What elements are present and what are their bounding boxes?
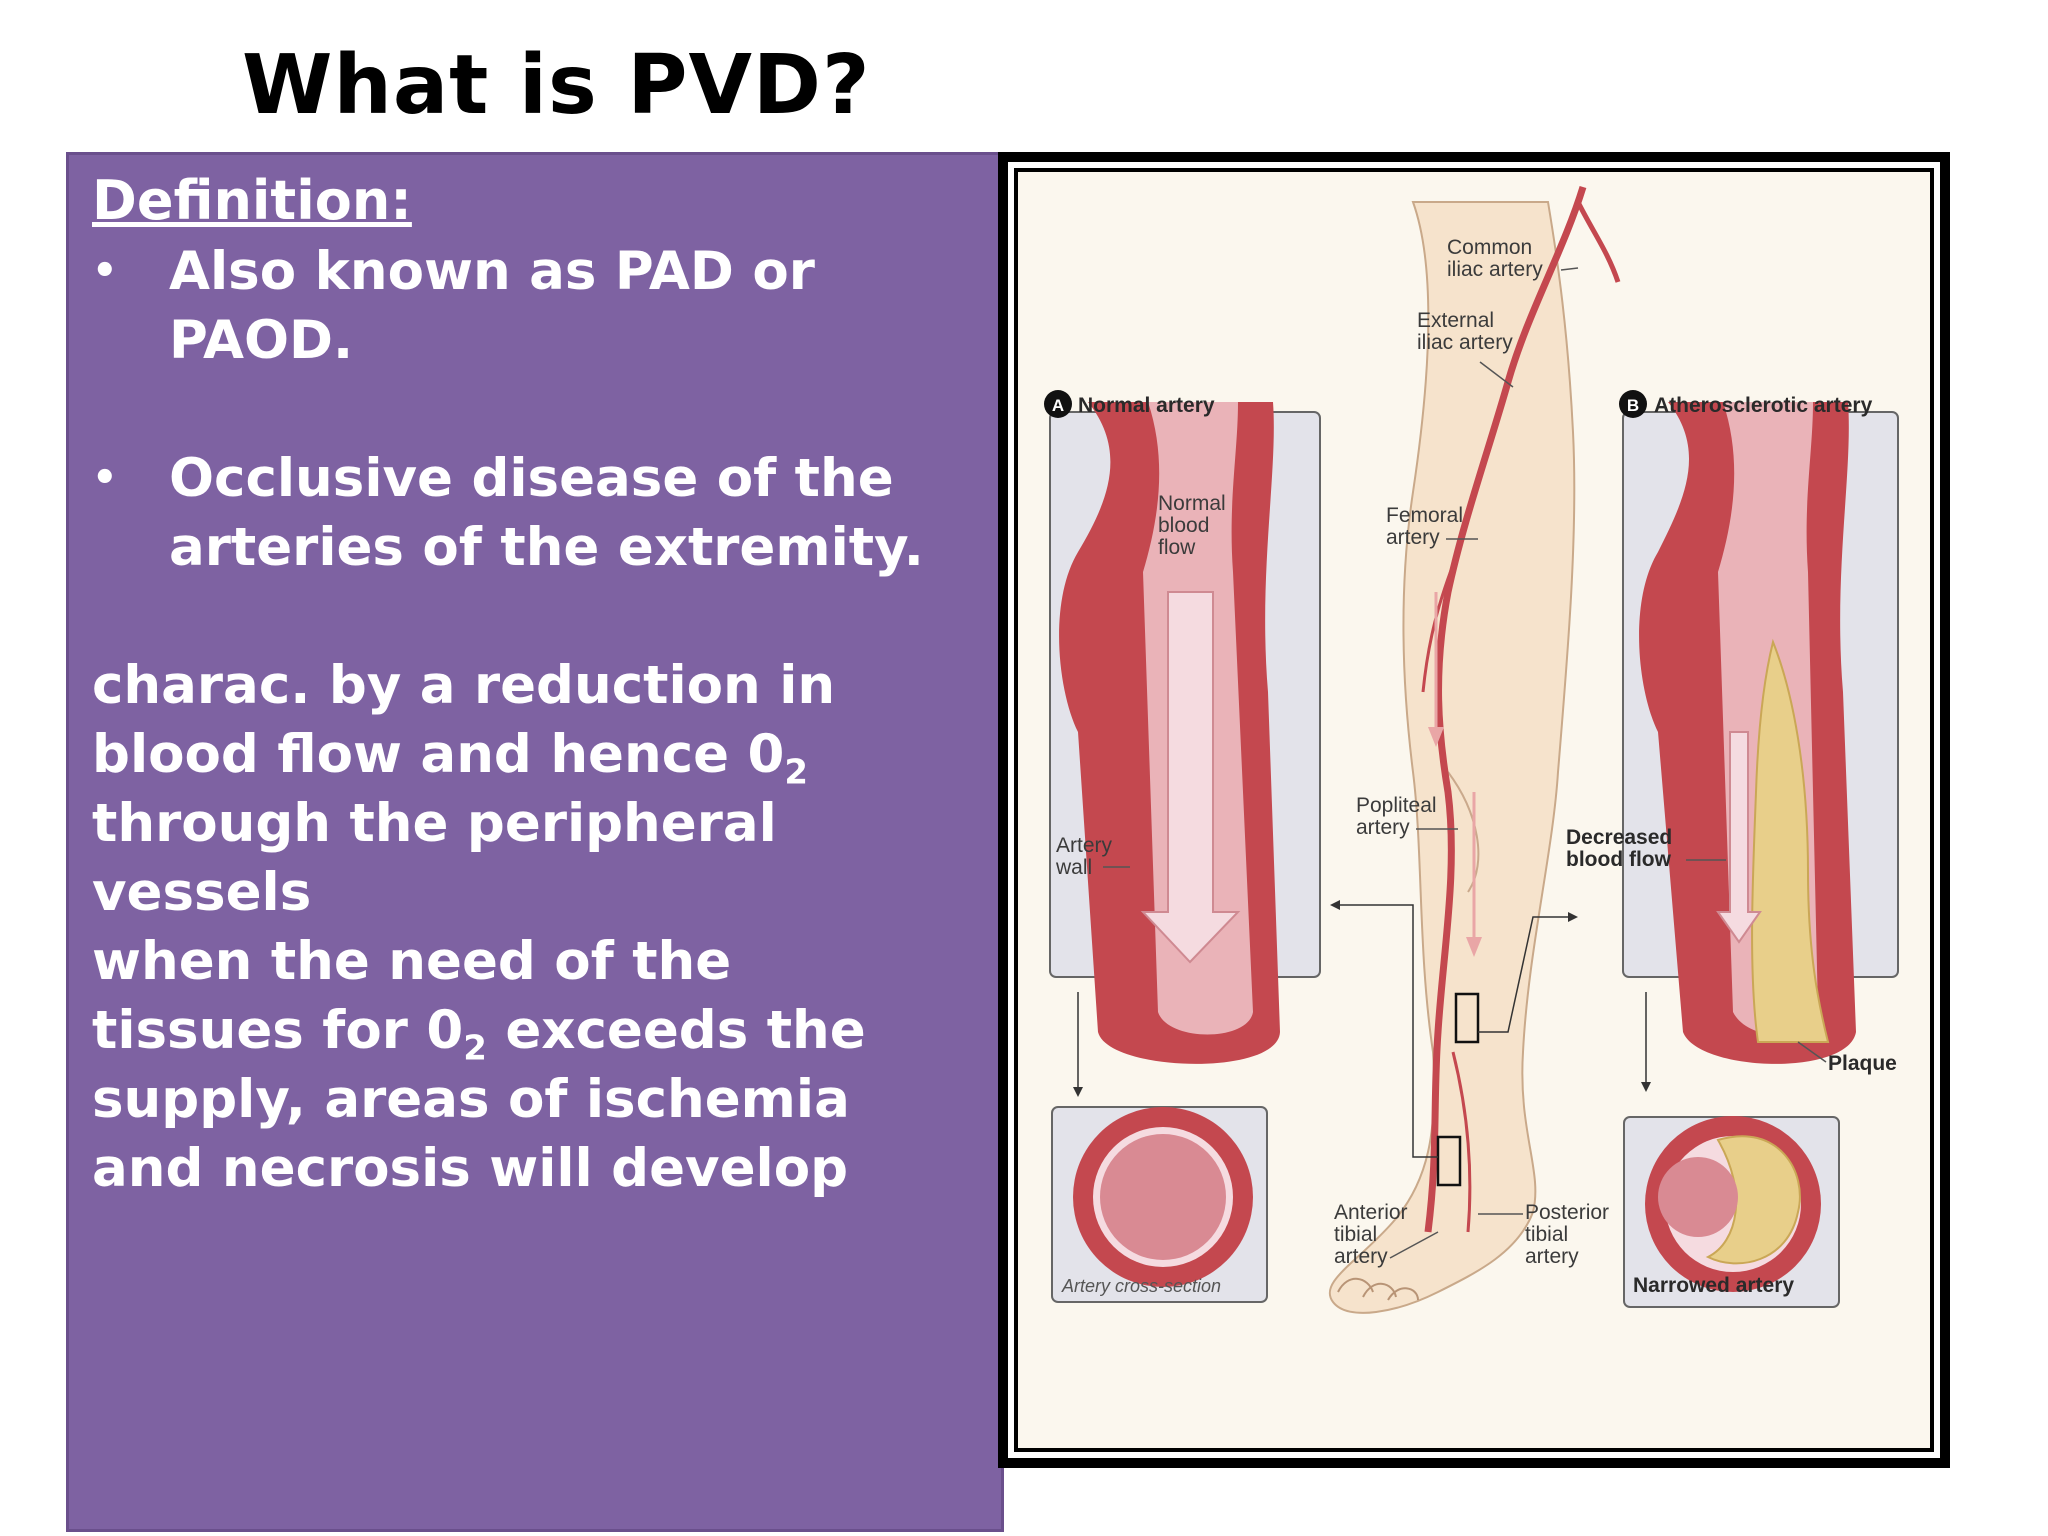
femoral-label: Femoral xyxy=(1386,504,1463,527)
decreased-flow-arrow xyxy=(1716,731,1762,944)
femoral-label: artery xyxy=(1386,526,1440,549)
badge-a xyxy=(1044,390,1072,418)
posterior-tibial-label: tibial xyxy=(1525,1223,1568,1246)
common-iliac-label: iliac artery xyxy=(1447,258,1543,281)
popliteal-label: Popliteal xyxy=(1356,794,1437,817)
normal-flow-label: blood xyxy=(1158,514,1209,537)
plaque-label: Plaque xyxy=(1828,1052,1897,1075)
artery-wall-label: wall xyxy=(1055,856,1092,879)
marker-box-upper xyxy=(1454,992,1480,1044)
body-line: vessels xyxy=(92,862,312,923)
illustration-svg: A Normal artery Normal blood flow Artery… xyxy=(1044,185,1899,1314)
bullet-line: PAOD. xyxy=(169,310,354,371)
anterior-tibial-label: Anterior xyxy=(1334,1201,1408,1224)
badge-b xyxy=(1619,390,1647,418)
badge-b-text: B xyxy=(1627,396,1639,415)
bullet-line: Also known as PAD or xyxy=(169,241,815,302)
bullet-line: Occlusive disease of the xyxy=(169,448,894,509)
definition-body: charac. by a reduction in blood flow and… xyxy=(92,651,866,1203)
body-line: and necrosis will develop xyxy=(92,1138,849,1199)
external-iliac-label: iliac artery xyxy=(1417,331,1513,354)
body-line: charac. by a reduction in xyxy=(92,655,836,716)
plaque-deposit xyxy=(1751,638,1830,1043)
artery-wall-label: Artery xyxy=(1056,834,1113,857)
posterior-tibial-label: artery xyxy=(1525,1245,1579,1268)
body-line: blood flow and hence 02 xyxy=(92,724,809,793)
definition-panel: Definition: • Also known as PAD or PAOD.… xyxy=(66,152,1004,1532)
posterior-tibial-label: Posterior xyxy=(1525,1201,1609,1224)
main-artery xyxy=(1424,185,1587,1233)
decreased-flow-label: Decreased xyxy=(1566,826,1672,849)
definition-heading: Definition: xyxy=(92,169,412,232)
badge-a-text: A xyxy=(1052,396,1064,415)
external-iliac-label: External xyxy=(1417,309,1494,332)
normal-flow-label: Normal xyxy=(1158,492,1226,515)
common-iliac-label: Common xyxy=(1447,236,1532,259)
flow-arrowhead-left xyxy=(1428,727,1444,747)
bullet-line: arteries of the extremity. xyxy=(169,517,924,578)
anterior-tibial-label: artery xyxy=(1334,1245,1388,1268)
flow-arrowhead-right xyxy=(1466,937,1482,957)
normal-flow-arrow xyxy=(1140,591,1241,964)
normal-flow-label: flow xyxy=(1158,536,1196,559)
body-line: when the need of the xyxy=(92,931,732,992)
slide-title: What is PVD? xyxy=(242,38,871,133)
tibial-branch xyxy=(1451,1051,1472,1233)
iliac-branch xyxy=(1575,200,1621,283)
narrowed-artery-label: Narrowed artery xyxy=(1633,1274,1794,1297)
bullet-dot: • xyxy=(92,248,118,294)
athero-artery-title: Atherosclerotic artery xyxy=(1654,394,1873,417)
pvd-illustration: A Normal artery Normal blood flow Artery… xyxy=(998,152,1950,1468)
illustration-canvas: A Normal artery Normal blood flow Artery… xyxy=(1014,168,1934,1452)
decreased-flow-label: blood flow xyxy=(1566,848,1672,871)
body-line: through the peripheral xyxy=(92,793,777,854)
body-line: supply, areas of ischemia xyxy=(92,1069,850,1130)
bullet-dot: • xyxy=(92,455,118,501)
body-line: tissues for 02 exceeds the xyxy=(92,1000,866,1069)
toes xyxy=(1337,1277,1419,1301)
cross-section-label: Artery cross-section xyxy=(1061,1276,1221,1296)
normal-artery-title: Normal artery xyxy=(1078,394,1215,417)
popliteal-label: artery xyxy=(1356,816,1410,839)
anterior-tibial-label: tibial xyxy=(1334,1223,1377,1246)
marker-box-lower xyxy=(1436,1135,1462,1187)
leg-silhouette xyxy=(1328,201,1576,1314)
